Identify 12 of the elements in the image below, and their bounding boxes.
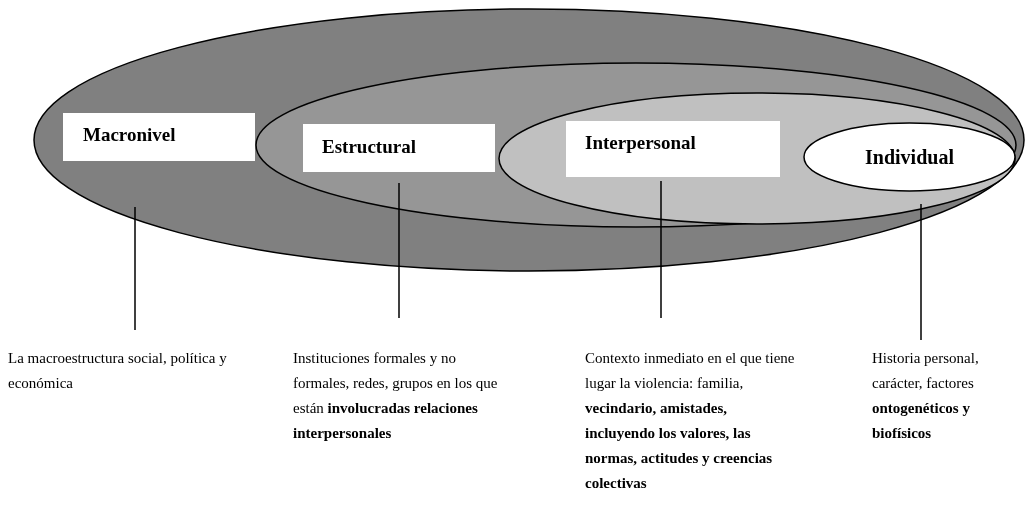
description-text: Historia personal, carácter, factores ontogenéticos y biofísicos: [872, 346, 1030, 446]
level-label: Macronivel: [63, 113, 255, 161]
leader-line: [398, 182, 400, 319]
level-label: Individual: [865, 145, 954, 169]
description-text: La macroestructura social, política y económica: [8, 346, 248, 396]
level-label: Interpersonal: [566, 121, 780, 177]
level-label: Estructural: [303, 124, 495, 172]
leader-line: [134, 206, 136, 331]
description-text: Contexto inmediato en el que tiene lugar la violencia: familia, vecindario, amistades, incluyendo los valores, las normas, actitudes y creencias colectivas: [585, 346, 797, 496]
leader-line: [920, 203, 922, 341]
description-text: Instituciones formales y no formales, redes, grupos en los que están involucradas relaciones interpersonales: [293, 346, 515, 446]
leader-line: [660, 180, 662, 319]
